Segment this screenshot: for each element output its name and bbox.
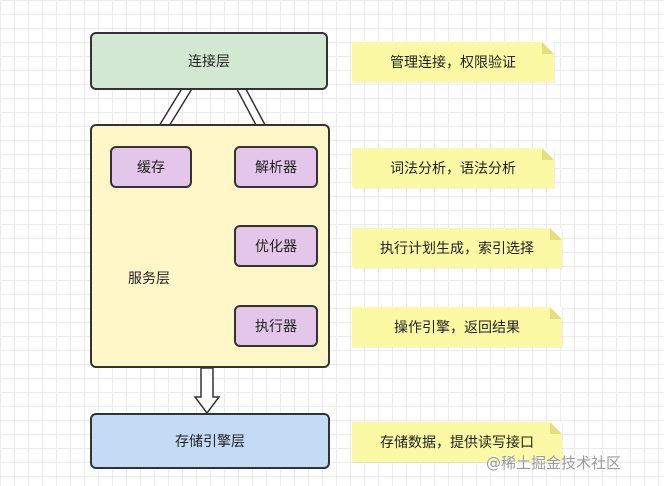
connection-layer-box: 连接层 — [90, 32, 328, 90]
storage-layer-label: 存储引擎层 — [175, 434, 245, 450]
service-layer-label: 服务层 — [128, 271, 170, 287]
executor-label: 执行器 — [255, 319, 297, 335]
optimizer-box: 优化器 — [234, 225, 318, 267]
note-connection: 管理连接，权限验证 — [352, 42, 554, 82]
note-parser: 词法分析，语法分析 — [352, 148, 554, 188]
optimizer-label: 优化器 — [255, 239, 297, 255]
executor-box: 执行器 — [234, 305, 318, 347]
note-executor-text: 操作引擎，返回结果 — [394, 320, 520, 336]
arrow-service-to-storage — [193, 367, 221, 415]
parser-label: 解析器 — [255, 160, 297, 176]
note-parser-text: 词法分析，语法分析 — [390, 161, 516, 177]
watermark: @稀土掘金技术社区 — [486, 454, 622, 472]
note-connection-text: 管理连接，权限验证 — [390, 55, 516, 71]
cache-label: 缓存 — [137, 160, 165, 176]
cache-box: 缓存 — [110, 146, 192, 188]
note-storage-text: 存储数据，提供读写接口 — [380, 435, 534, 451]
connection-layer-label: 连接层 — [188, 54, 230, 70]
note-storage: 存储数据，提供读写接口 — [352, 422, 562, 462]
note-executor: 操作引擎，返回结果 — [352, 307, 562, 347]
note-optimizer-text: 执行计划生成，索引选择 — [380, 241, 534, 257]
note-optimizer: 执行计划生成，索引选择 — [352, 228, 562, 268]
parser-box: 解析器 — [234, 146, 318, 188]
storage-layer-box: 存储引擎层 — [90, 413, 330, 469]
